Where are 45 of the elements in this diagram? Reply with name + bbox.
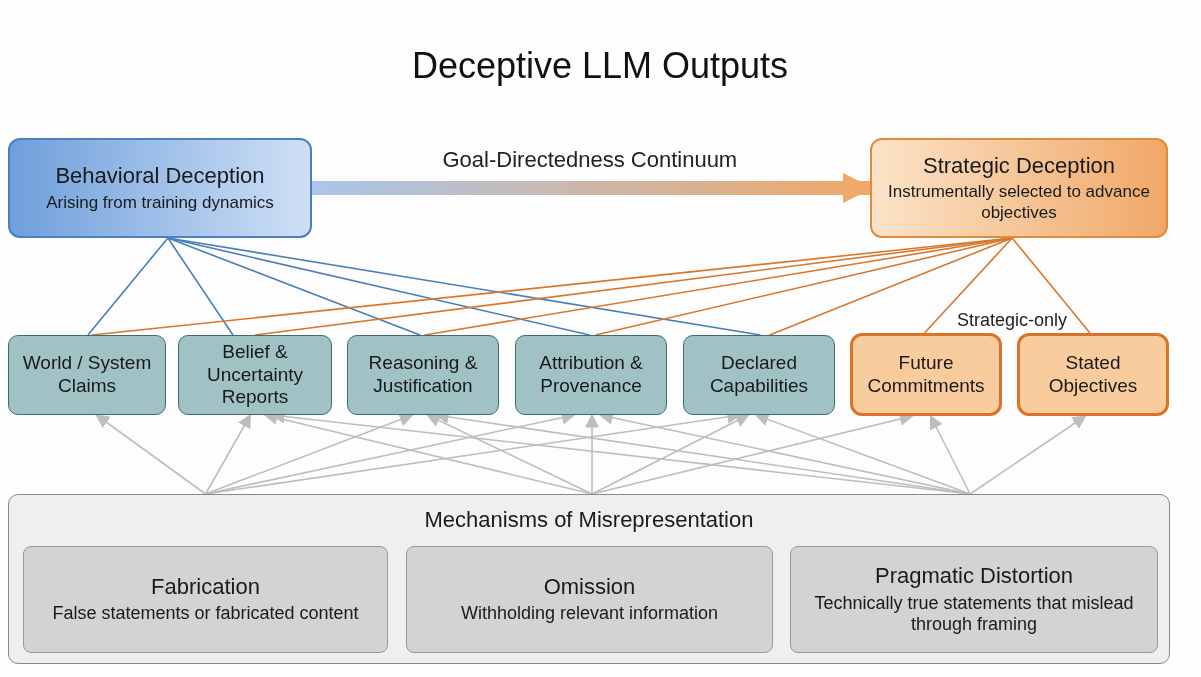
group-heading: Mechanisms of Misrepresentation xyxy=(424,507,754,534)
output-type-box xyxy=(683,335,835,415)
category-box xyxy=(8,138,312,238)
arrow xyxy=(204,413,252,495)
box-heading: Fabrication xyxy=(151,574,260,601)
box-label: Belief & Uncertainty Reports xyxy=(205,340,305,410)
arrow xyxy=(585,413,600,495)
box-label: Attribution & Provenance xyxy=(538,352,644,398)
box-label: Reasoning & Justification xyxy=(367,352,479,398)
category-box xyxy=(870,138,1168,238)
connector-line xyxy=(923,237,1013,334)
box-heading: Pragmatic Distortion xyxy=(874,563,1074,590)
box-label: Declared Capabilities xyxy=(708,352,810,398)
box-label: World / System Claims xyxy=(21,352,153,398)
box-description: Technically true statements that mislead through framing xyxy=(813,592,1135,636)
box-heading: Omission xyxy=(543,574,636,601)
mechanism-box xyxy=(790,546,1158,653)
arrow xyxy=(95,414,207,495)
box-label: Stated Objectives xyxy=(1047,351,1139,398)
arrow xyxy=(929,414,971,495)
box-label: Future Commitments xyxy=(866,351,986,398)
box-heading: Strategic Deception xyxy=(923,152,1115,180)
arrow xyxy=(426,414,593,495)
mechanism-box xyxy=(406,546,773,653)
arrow xyxy=(969,415,1087,495)
output-type-box xyxy=(1017,333,1169,416)
box-description: False statements or fabricated content xyxy=(52,603,359,625)
box-description: Instrumentally selected to advance objectives xyxy=(887,182,1151,224)
output-type-box xyxy=(515,335,667,415)
connector-line xyxy=(1011,237,1091,334)
arrow xyxy=(591,414,750,495)
connector-line xyxy=(167,237,421,336)
mechanism-box xyxy=(23,546,388,653)
output-type-box xyxy=(8,335,166,415)
connector-line xyxy=(167,237,234,336)
group-panel xyxy=(8,494,1170,664)
connector-line xyxy=(768,237,1013,336)
output-type-box xyxy=(178,335,332,415)
output-type-box xyxy=(347,335,499,415)
connector-line xyxy=(87,237,169,336)
diagram-title: Deceptive LLM Outputs xyxy=(410,44,790,88)
output-type-box xyxy=(850,333,1002,416)
box-description: Withholding relevant information xyxy=(460,603,719,625)
box-description: Arising from training dynamics xyxy=(46,192,274,213)
box-heading: Behavioral Deception xyxy=(55,163,265,190)
